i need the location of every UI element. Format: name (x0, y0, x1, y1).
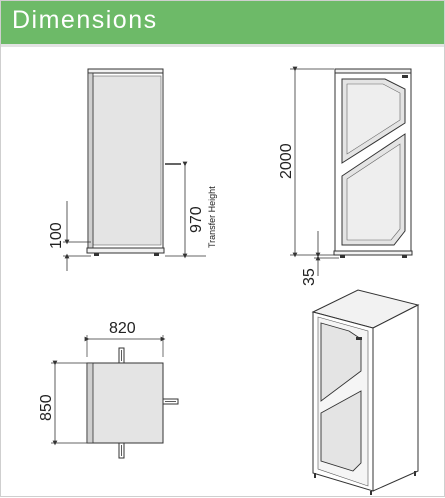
top-view: 820 850 (38, 320, 179, 459)
section-header: Dimensions (1, 1, 444, 47)
isometric-view (311, 289, 420, 495)
dim-base-clearance: 100 (48, 222, 65, 249)
dim-depth: 850 (38, 394, 55, 421)
dim-width: 820 (109, 320, 136, 337)
dim-transfer-height: 970 (188, 206, 205, 233)
section-title: Dimensions (12, 6, 158, 34)
dim-foot: 35 (301, 268, 318, 286)
side-view: 970 Transfer Height 100 (48, 68, 217, 271)
dim-height: 2000 (278, 143, 295, 179)
front-view: 2000 35 (278, 66, 413, 286)
transfer-height-label: Transfer Height (207, 186, 217, 248)
